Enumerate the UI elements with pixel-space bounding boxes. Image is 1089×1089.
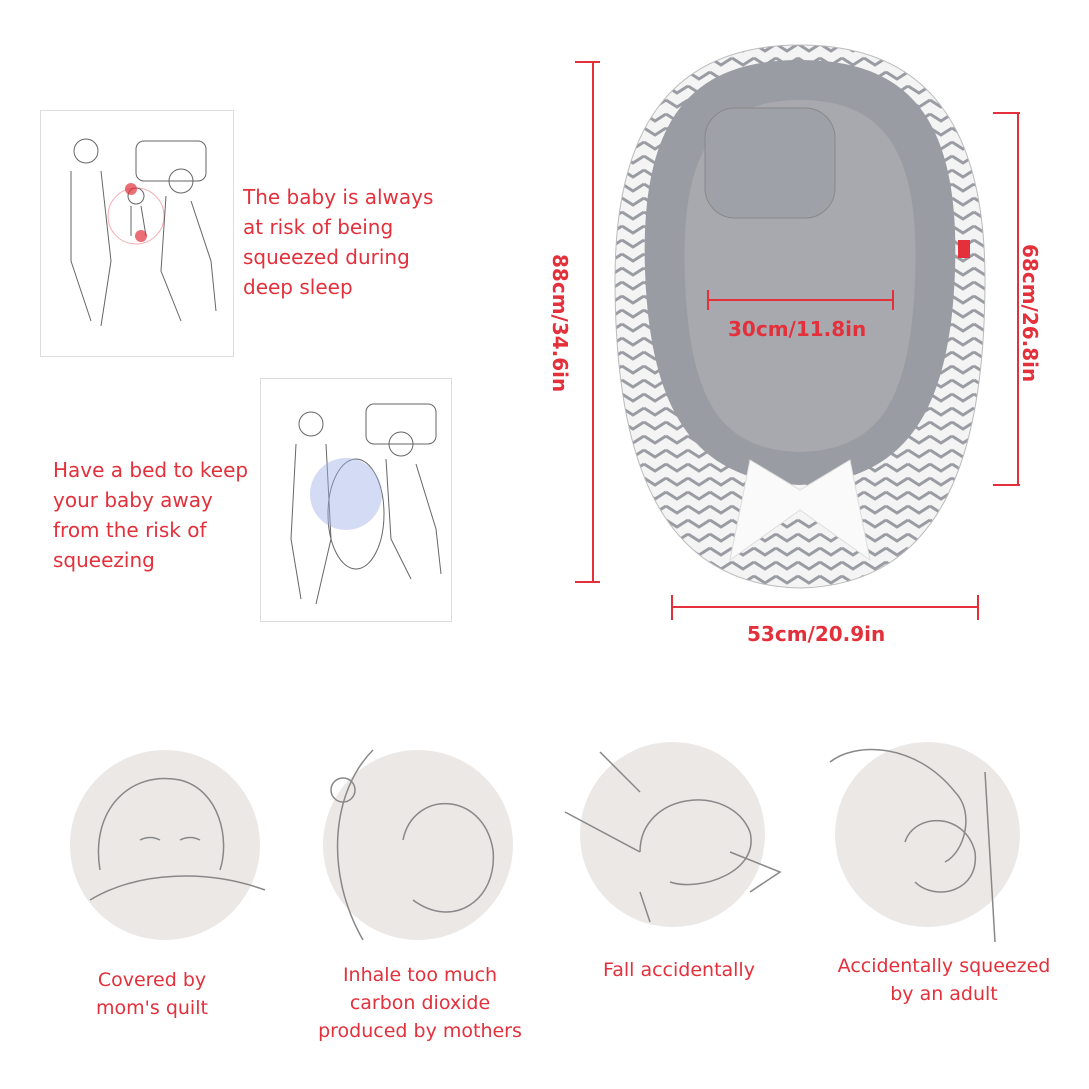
panel-1-text: The baby is always at risk of being sque… bbox=[243, 182, 433, 302]
text-line: by an adult bbox=[890, 983, 998, 1005]
risk-caption-1: Covered by mom's quilt bbox=[22, 966, 282, 1022]
baby-falling-icon bbox=[564, 742, 782, 927]
text-line: squeezing bbox=[53, 548, 155, 572]
text-line: at risk of being bbox=[243, 215, 394, 239]
baby-under-quilt-icon bbox=[70, 750, 266, 940]
text-line: Covered by bbox=[97, 969, 207, 991]
adult-squeezing-baby-icon bbox=[829, 742, 1020, 943]
risk-caption-3: Fall accidentally bbox=[549, 956, 809, 984]
text-line: produced by mothers bbox=[318, 1020, 522, 1042]
dimension-lines bbox=[575, 61, 1020, 620]
text-line: your baby away bbox=[53, 488, 213, 512]
risk-caption-4: Accidentally squeezed by an adult bbox=[814, 952, 1074, 1008]
co-sleeping-illustration bbox=[40, 110, 234, 357]
text-line: Inhale too much bbox=[342, 964, 498, 986]
parents-sleeping-icon bbox=[70, 138, 217, 327]
text-line: Accidentally squeezed bbox=[837, 955, 1051, 977]
text-line: carbon dioxide bbox=[349, 992, 491, 1014]
text-line: mom's quilt bbox=[96, 997, 208, 1019]
panel-2-text: Have a bed to keep your baby away from t… bbox=[53, 455, 248, 575]
text-line: Have a bed to keep bbox=[53, 458, 249, 482]
mother-baby-face-icon bbox=[323, 749, 513, 941]
nest-illustration bbox=[260, 378, 452, 622]
inner-width-label: 30cm/11.8in bbox=[728, 317, 867, 341]
text-line: Fall accidentally bbox=[603, 959, 755, 981]
text-line: squeezed during bbox=[243, 245, 410, 269]
inner-length-label: 68cm/26.8in bbox=[1018, 244, 1042, 383]
text-line: deep sleep bbox=[243, 275, 353, 299]
width-label: 53cm/20.9in bbox=[747, 622, 886, 646]
text-line: The baby is always bbox=[243, 185, 434, 209]
parents-with-nest-icon bbox=[290, 403, 442, 605]
length-label: 88cm/34.6in bbox=[548, 254, 572, 393]
risk-caption-2: Inhale too much carbon dioxide produced … bbox=[290, 961, 550, 1045]
baby-nest-image bbox=[614, 44, 986, 589]
text-line: from the risk of bbox=[53, 518, 207, 542]
